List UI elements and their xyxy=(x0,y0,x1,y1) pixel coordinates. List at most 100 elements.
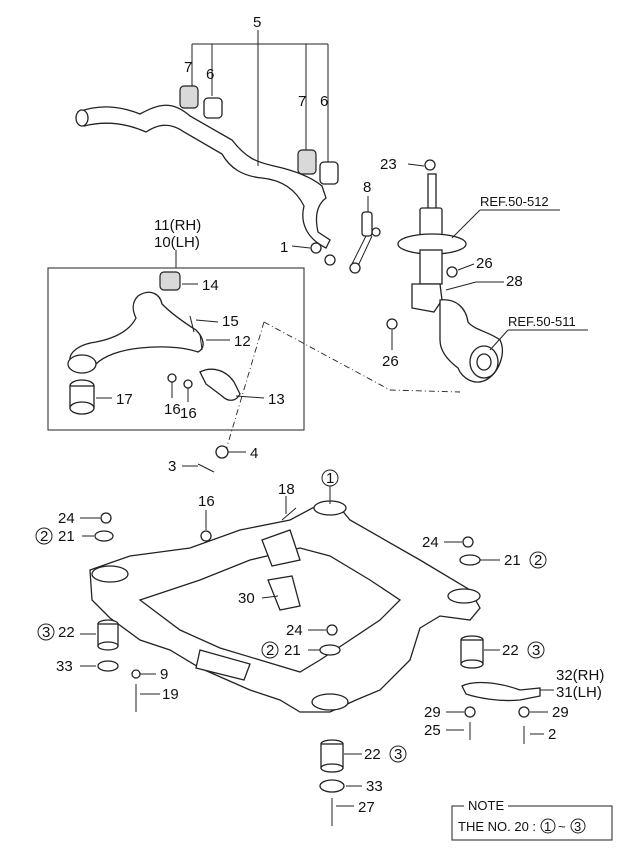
circled-2a-text: 2 xyxy=(40,528,48,545)
note-title-bg xyxy=(464,798,508,812)
nut-26a xyxy=(446,266,458,278)
note-separator: ~ xyxy=(558,819,566,834)
label-2: 2 xyxy=(548,726,556,743)
label-28: 28 xyxy=(506,273,523,290)
label-25: 25 xyxy=(424,722,441,739)
stabilizer-bar xyxy=(75,104,331,249)
label-1: 1 xyxy=(280,239,288,256)
bolt-18 xyxy=(281,507,297,521)
label-30: 30 xyxy=(238,590,255,607)
nut-26b xyxy=(386,318,398,330)
ref-50-512: REF.50-512 xyxy=(480,194,549,209)
bolt-28 xyxy=(445,281,477,291)
label-9: 9 xyxy=(160,666,168,683)
label-4: 4 xyxy=(250,445,258,462)
label-6a: 6 xyxy=(206,66,214,83)
note-to: 3 xyxy=(574,819,581,834)
label-32-rh: 32(RH) xyxy=(556,667,604,684)
label-23: 23 xyxy=(380,156,397,173)
nut-29a xyxy=(464,706,476,718)
bushing-14 xyxy=(159,271,181,291)
lower-control-arm xyxy=(67,291,204,374)
label-29b: 29 xyxy=(552,704,569,721)
strut-assembly xyxy=(397,159,467,313)
label-12: 12 xyxy=(234,333,251,350)
label-21a: 21 xyxy=(58,528,75,545)
label-18: 18 xyxy=(278,481,295,498)
circled-3c-text: 3 xyxy=(394,746,402,763)
label-3: 3 xyxy=(168,458,176,475)
leader-26a xyxy=(457,263,475,271)
label-17: 17 xyxy=(116,391,133,408)
label-14: 14 xyxy=(202,277,219,294)
label-10-lh: 10(LH) xyxy=(154,234,200,251)
label-11-rh: 11(RH) xyxy=(154,217,201,234)
circled-3b-text: 3 xyxy=(532,642,540,659)
note-circled-from-marker xyxy=(540,818,556,834)
label-19: 19 xyxy=(162,686,179,703)
label-26a: 26 xyxy=(476,255,493,272)
leader-15 xyxy=(195,319,219,323)
bracket-30 xyxy=(267,575,301,611)
mount-22b xyxy=(460,635,484,669)
label-22b: 22 xyxy=(502,642,519,659)
washer-21a xyxy=(94,530,114,542)
label-16c: 16 xyxy=(198,493,215,510)
nut-16c xyxy=(200,530,212,542)
bolt-15 xyxy=(189,315,195,333)
label-21b: 21 xyxy=(284,642,301,659)
circled-1-text: 1 xyxy=(326,470,334,487)
ref-50-511: REF.50-511 xyxy=(508,314,576,329)
circled-3c-marker xyxy=(389,745,407,763)
circled-2a-marker xyxy=(35,527,53,545)
washer-21c xyxy=(459,554,481,566)
label-29a: 29 xyxy=(424,704,441,721)
nut-4 xyxy=(215,445,229,459)
circled-3a-text: 3 xyxy=(42,624,50,641)
note-text: THE NO. 20 : xyxy=(458,819,536,834)
mount-22c xyxy=(320,739,344,773)
note-box xyxy=(451,805,613,841)
circled-2b-text: 2 xyxy=(266,642,274,659)
washer-9 xyxy=(131,669,141,679)
label-16b: 16 xyxy=(180,405,197,422)
bushing-right xyxy=(297,149,339,185)
circled-3a-marker xyxy=(37,623,55,641)
leader-1 xyxy=(291,245,311,249)
label-15: 15 xyxy=(222,313,239,330)
label-6b: 6 xyxy=(320,93,328,110)
bushing-17 xyxy=(69,379,95,415)
note-from: 1 xyxy=(544,819,551,834)
label-24b: 24 xyxy=(286,622,303,639)
circled-3b-marker xyxy=(527,641,545,659)
cotter-pin-3 xyxy=(197,463,215,473)
leader-lines-5-6-7 xyxy=(191,30,329,166)
label-5: 5 xyxy=(253,14,261,31)
nut-24b xyxy=(326,624,338,636)
stopper-33a xyxy=(97,660,119,672)
stopper-33b xyxy=(319,779,345,793)
label-31-lh: 31(LH) xyxy=(556,684,602,701)
label-7a: 7 xyxy=(184,59,192,76)
nut-29b xyxy=(518,706,530,718)
ref-512-leader xyxy=(451,209,481,239)
steering-knuckle xyxy=(439,299,503,383)
dashed-reference-line-2 xyxy=(225,321,265,451)
note-title: NOTE xyxy=(468,798,504,813)
label-24a: 24 xyxy=(58,510,75,527)
nut-1 xyxy=(310,242,336,266)
note-circled-to-marker xyxy=(570,818,586,834)
label-22a: 22 xyxy=(58,624,75,641)
nut-24a xyxy=(100,512,112,524)
bolt-12 xyxy=(199,333,203,351)
label-33b: 33 xyxy=(366,778,383,795)
label-24c: 24 xyxy=(422,534,439,551)
label-27: 27 xyxy=(358,799,375,816)
nut-24c xyxy=(462,536,474,548)
label-22c: 22 xyxy=(364,746,381,763)
washer-21b xyxy=(319,644,341,656)
stabilizer-link xyxy=(349,211,381,274)
leader-13 xyxy=(235,395,265,399)
circled-2c-text: 2 xyxy=(534,552,542,569)
